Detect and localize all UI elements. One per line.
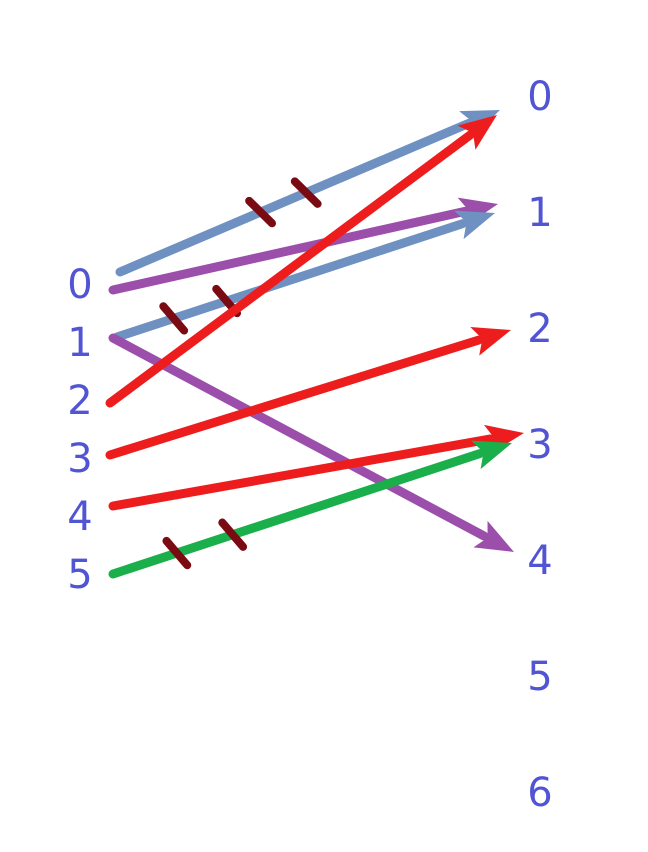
right-label-1: 1: [527, 190, 552, 236]
right-label-0: 0: [527, 74, 552, 120]
arrow-red-2-0: [105, 115, 497, 408]
tick-mark: [159, 302, 189, 335]
right-label-2: 2: [527, 306, 552, 352]
arrow-red-3-2: [105, 326, 511, 460]
arrow-shaft: [115, 118, 474, 277]
left-label-5: 5: [67, 552, 92, 598]
arrowhead: [473, 520, 514, 552]
arrowhead: [470, 326, 511, 356]
arrow-shaft: [108, 206, 470, 295]
tick-mark: [290, 177, 322, 208]
arrow-shaft: [108, 333, 489, 541]
tick-mark: [245, 196, 277, 228]
left-label-3: 3: [67, 436, 92, 482]
arrow-shaft: [108, 434, 496, 511]
right-label-3: 3: [527, 422, 552, 468]
left-label-1: 1: [67, 320, 92, 366]
left-label-4: 4: [67, 494, 92, 540]
arrow-shaft: [105, 335, 484, 460]
arrowhead: [454, 210, 495, 240]
tick-mark: [218, 518, 248, 551]
arrow-purple-1-4: [108, 333, 514, 552]
right-label-6: 6: [527, 770, 552, 816]
left-label-0: 0: [67, 262, 92, 308]
arrow-shaft: [105, 130, 475, 408]
tick-mark: [162, 536, 192, 570]
arrow-green-5-3: [108, 440, 512, 579]
left-label-2: 2: [67, 378, 92, 424]
right-label-5: 5: [527, 654, 552, 700]
arrowhead: [457, 115, 497, 150]
right-label-4: 4: [527, 538, 552, 584]
arrowhead: [471, 440, 512, 470]
